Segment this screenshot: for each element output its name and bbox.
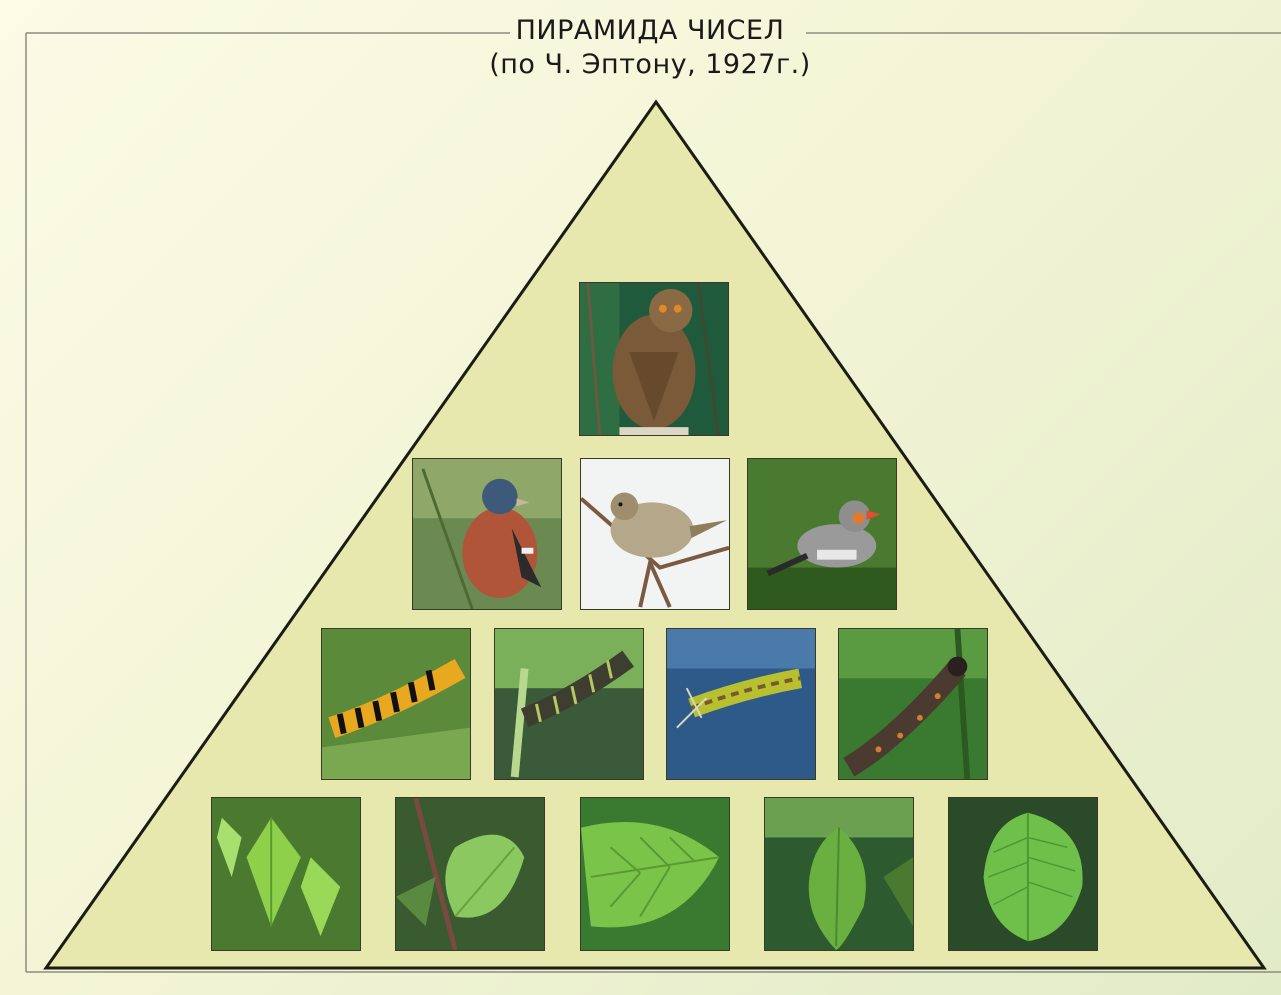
pyramid-subtitle: (по Ч. Эптону, 1927г.) [440, 48, 860, 82]
pyramid-title: ПИРАМИДА ЧИСЕЛ [440, 14, 860, 48]
chaffinch-photo [412, 458, 562, 610]
cinnabar-caterpillar-photo [321, 628, 471, 780]
title-block: ПИРАМИДА ЧИСЕЛ (по Ч. Эптону, 1927г.) [440, 14, 860, 82]
owl-photo [579, 282, 729, 436]
birch-leaves-photo [211, 797, 361, 951]
hanging-leaf-photo [764, 797, 914, 951]
warbler-photo [580, 458, 730, 610]
leaf-on-stem-photo [395, 797, 545, 951]
ribbed-leaf-photo [580, 797, 730, 951]
hairy-caterpillar-photo [666, 628, 816, 780]
brown-caterpillar-photo [838, 628, 988, 780]
serrated-leaf-photo [948, 797, 1098, 951]
zebra-finch-photo [747, 458, 897, 610]
swallowtail-caterpillar-photo [494, 628, 644, 780]
